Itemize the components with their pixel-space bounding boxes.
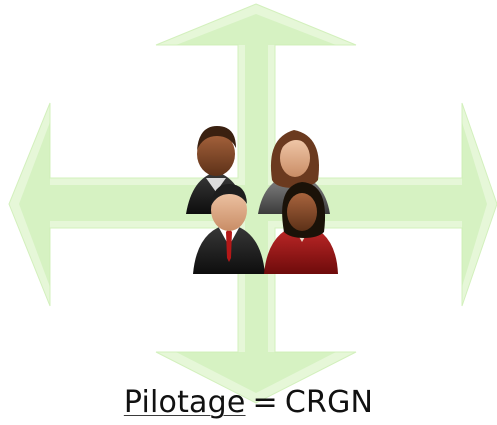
- team-people-icon: [186, 126, 338, 274]
- caption: Pilotage=CRGN: [0, 385, 497, 421]
- man-suit-red-tie-icon: [193, 184, 265, 274]
- four-way-arrow-highlight: [19, 14, 487, 393]
- four-way-arrow: [8, 3, 497, 404]
- man-brown-hair-icon: [186, 126, 246, 214]
- caption-definition: CRGN: [284, 385, 374, 420]
- caption-term: Pilotage: [123, 385, 246, 420]
- woman-red-jacket-icon: [264, 182, 338, 274]
- caption-separator: =: [252, 385, 278, 420]
